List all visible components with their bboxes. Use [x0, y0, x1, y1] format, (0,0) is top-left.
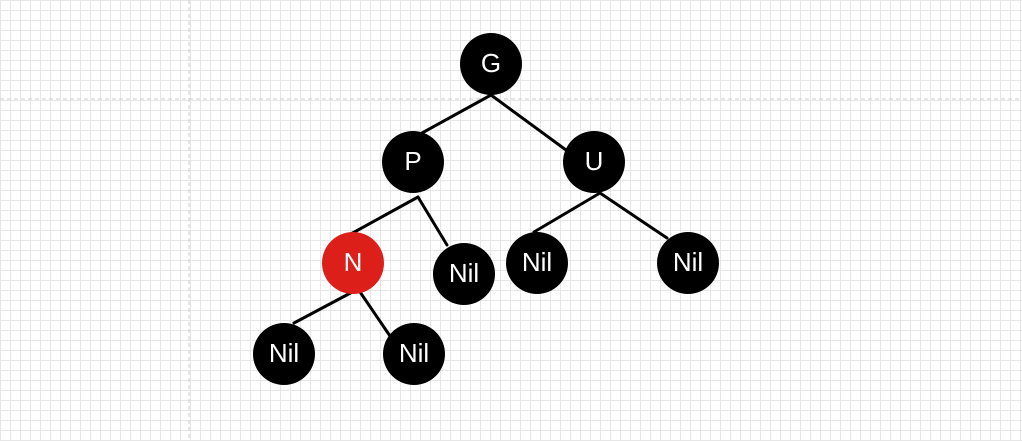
edge-g-to-u: [489, 93, 568, 152]
node-label-u-nil-right: Nil: [673, 247, 703, 277]
tree-node-u: U: [563, 131, 625, 193]
node-circle-p: [382, 131, 444, 193]
node-circle-n: [322, 232, 384, 294]
tree-node-n-nil-right: Nil: [383, 323, 445, 385]
tree-edges: [292, 93, 669, 338]
tree-node-p-nil: Nil: [433, 243, 495, 305]
node-label-n-nil-right: Nil: [399, 338, 429, 368]
edge-g-to-p: [420, 93, 493, 135]
node-circle-g: [460, 33, 522, 95]
node-label-p-nil: Nil: [449, 258, 479, 288]
edge-u-to-u-nil-left: [532, 191, 602, 234]
edge-p-to-n: [347, 195, 420, 237]
tree-node-u-nil-right: Nil: [657, 232, 719, 294]
tree-node-u-nil-left: Nil: [506, 232, 568, 294]
edge-u-to-u-nil-right: [598, 191, 669, 240]
node-label-n: N: [344, 247, 363, 277]
tree-node-p: P: [382, 131, 444, 193]
node-circle-n-nil-right: [383, 323, 445, 385]
edge-p-to-p-nil: [416, 195, 449, 247]
node-circle-n-nil-left: [253, 323, 315, 385]
tree-node-n-nil-left: Nil: [253, 323, 315, 385]
node-circle-p-nil: [433, 243, 495, 305]
node-label-p: P: [404, 146, 421, 176]
node-label-u-nil-left: Nil: [522, 247, 552, 277]
node-circle-u-nil-left: [506, 232, 568, 294]
node-circle-u-nil-right: [657, 232, 719, 294]
node-label-n-nil-left: Nil: [269, 338, 299, 368]
edge-n-to-n-nil-right: [356, 287, 392, 338]
node-circle-u: [563, 131, 625, 193]
node-label-u: U: [585, 146, 604, 176]
edge-n-to-n-nil-left: [292, 287, 360, 325]
tree-node-n: N: [322, 232, 384, 294]
tree-node-g: G: [460, 33, 522, 95]
node-label-g: G: [481, 48, 501, 78]
